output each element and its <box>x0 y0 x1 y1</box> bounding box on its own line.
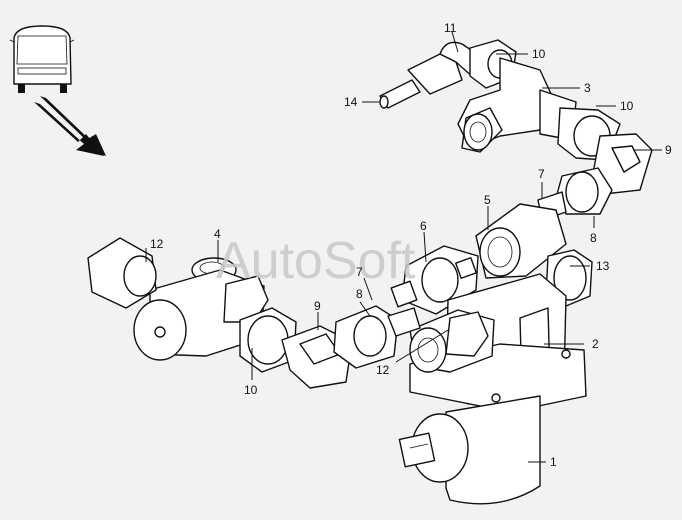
callout-14: 14 <box>344 95 358 109</box>
callout-7: 7 <box>538 167 545 181</box>
valve-5 <box>475 203 567 279</box>
callout-11: 11 <box>444 21 457 35</box>
callout-12: 12 <box>376 363 390 377</box>
elbow-9-top <box>593 133 653 195</box>
callout-8: 8 <box>356 287 363 301</box>
callout-10: 10 <box>532 47 546 61</box>
callout-2: 2 <box>592 337 599 351</box>
solenoid-1 <box>398 395 541 505</box>
connector-12-lower <box>409 309 495 373</box>
callout-10: 10 <box>620 99 634 113</box>
callout-labels: 11 10 3 14 10 9 7 5 6 8 4 12 13 7 8 9 2 … <box>150 21 672 469</box>
bus-front-icon <box>9 25 75 93</box>
callout-9: 9 <box>314 299 321 313</box>
direction-arrow <box>34 96 106 156</box>
fitting-8-middle <box>333 305 421 369</box>
callout-12: 12 <box>150 237 164 251</box>
callout-7: 7 <box>356 265 363 279</box>
callout-3: 3 <box>584 81 591 95</box>
nut-10-lower <box>239 307 297 373</box>
elbow-11 <box>407 41 481 95</box>
callout-5: 5 <box>484 193 491 207</box>
watermark: AutoSoft <box>216 232 416 290</box>
nut-12-upper <box>87 237 157 309</box>
sensor-6 <box>390 245 479 315</box>
tee-left <box>133 269 269 361</box>
callout-8: 8 <box>590 231 597 245</box>
callout-13: 13 <box>596 259 610 273</box>
valve-body-2 <box>409 273 587 413</box>
callout-1: 1 <box>550 455 557 469</box>
callout-6: 6 <box>420 219 427 233</box>
callout-10: 10 <box>244 383 258 397</box>
pipe-14 <box>379 79 421 109</box>
leader-lines <box>145 31 662 463</box>
callout-9: 9 <box>665 143 672 157</box>
callout-4: 4 <box>214 227 221 241</box>
